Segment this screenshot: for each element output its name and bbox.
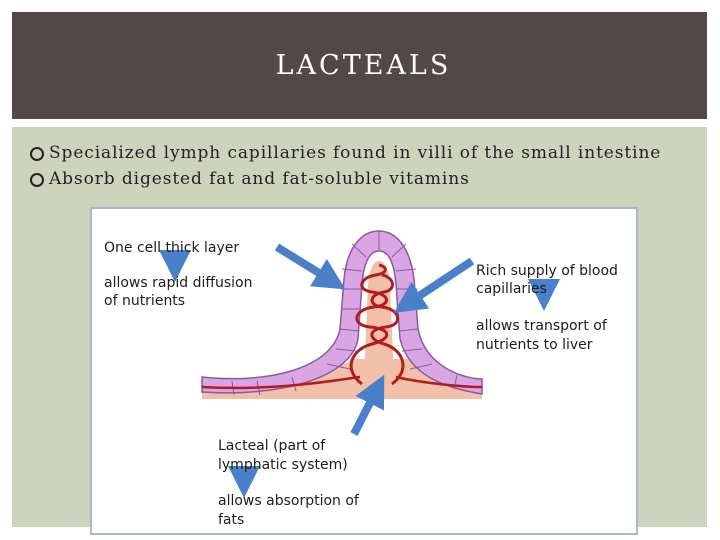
label-transport-2: nutrients to liver xyxy=(476,337,593,353)
bullet-circle-icon xyxy=(30,173,44,187)
bullet-text: Absorb digested fat and fat-soluble vita… xyxy=(49,169,470,189)
label-rich-2: capillaries xyxy=(476,281,547,297)
label-rapid-2: of nutrients xyxy=(104,293,185,309)
label-rich-1: Rich supply of blood xyxy=(476,263,618,279)
label-lacteal-1: Lacteal (part of xyxy=(218,438,326,454)
label-absorb-1: allows absorption of xyxy=(218,493,360,509)
bullet-text: Specialized lymph capillaries found in v… xyxy=(49,143,661,163)
bullet-item: Absorb digested fat and fat-soluble vita… xyxy=(30,166,661,192)
label-one-cell: One cell thick layer xyxy=(104,240,239,256)
label-lacteal-2: lymphatic system) xyxy=(218,457,348,473)
bullet-item: Specialized lymph capillaries found in v… xyxy=(30,140,661,166)
bullet-list: Specialized lymph capillaries found in v… xyxy=(30,140,661,192)
bullet-circle-icon xyxy=(30,147,44,161)
slide-title: LACTEALS xyxy=(268,50,452,81)
title-bar: LACTEALS xyxy=(12,12,707,119)
arrow-cell-layer xyxy=(277,247,332,281)
label-absorb-2: fats xyxy=(218,512,244,528)
label-transport-1: allows transport of xyxy=(476,318,608,334)
arrow-capillaries xyxy=(407,261,472,304)
label-rapid-1: allows rapid diffusion xyxy=(104,275,252,291)
villus-diagram-svg: One cell thick layer allows rapid diffus… xyxy=(92,209,636,533)
villus-diagram: One cell thick layer allows rapid diffus… xyxy=(90,207,638,535)
